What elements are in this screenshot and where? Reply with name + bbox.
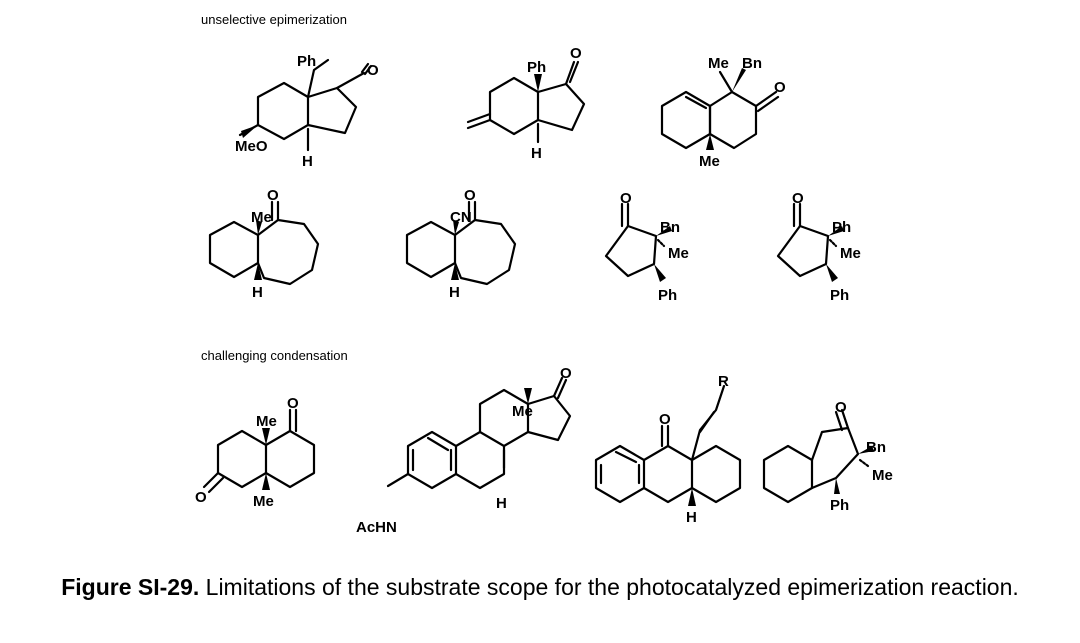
atom-label: Me (512, 403, 533, 420)
structure-2: Ph O H (466, 45, 586, 162)
caption-text: Limitations of the substrate scope for t… (199, 574, 1019, 600)
structure-11: O Bn Me Ph (762, 399, 893, 514)
atom-label: O (560, 365, 572, 382)
atom-label: CN (450, 209, 472, 226)
atom-label: Me (872, 467, 893, 484)
atom-label: O (464, 187, 476, 204)
atom-label: Me (256, 413, 277, 430)
structure-9: Me O H AcHN (356, 365, 572, 536)
atom-label: Me (253, 493, 274, 510)
atom-label: Ph (658, 287, 677, 304)
section-label-unselective: unselective epimerization (201, 12, 347, 27)
atom-label: O (620, 190, 632, 207)
atom-label: Me (251, 209, 272, 226)
atom-label: Ph (832, 219, 851, 236)
atom-label: O (835, 399, 847, 416)
atom-label: Me (708, 55, 729, 72)
atom-label: Bn (660, 219, 680, 236)
atom-label: R (718, 373, 729, 390)
atom-label: O (792, 190, 804, 207)
atom-label: O (659, 411, 671, 428)
caption-label: Figure SI-29. (61, 574, 200, 600)
structure-1: Ph O MeO H (235, 53, 379, 170)
atom-label: Ph (527, 59, 546, 76)
atom-label: H (531, 145, 542, 162)
reaction-scheme: Ph O MeO H Ph O H Me Bn O Me O (195, 45, 893, 536)
atom-label: Ph (297, 53, 316, 70)
atom-label: Me (840, 245, 861, 262)
atom-label: O (367, 62, 379, 79)
structure-10: O R H (594, 373, 742, 526)
atom-label: Ph (830, 287, 849, 304)
atom-label: O (570, 45, 582, 62)
structure-4: O Me H (208, 187, 320, 301)
structure-5: O CN H (405, 187, 517, 301)
section-label-challenging: challenging condensation (201, 348, 348, 363)
atom-label: Bn (866, 439, 886, 456)
atom-label: Me (699, 153, 720, 170)
structure-6: O Bn Me Ph (604, 190, 689, 304)
atom-label: H (302, 153, 313, 170)
structure-3: Me Bn O Me (660, 55, 786, 170)
atom-label: Ph (830, 497, 849, 514)
atom-label: O (267, 187, 279, 204)
atom-label: H (496, 495, 507, 512)
atom-label: H (686, 509, 697, 526)
structure-7: O Ph Me Ph (776, 190, 861, 304)
atom-label: H (449, 284, 460, 301)
atom-label: Me (668, 245, 689, 262)
atom-label: O (195, 489, 207, 506)
atom-label: O (774, 79, 786, 96)
atom-label: O (287, 395, 299, 412)
structure-8: O Me O Me (195, 395, 316, 510)
atom-label: MeO (235, 138, 268, 155)
atom-label: H (252, 284, 263, 301)
atom-label: AcHN (356, 519, 397, 536)
figure-caption: Figure SI-29. Limitations of the substra… (0, 572, 1080, 602)
atom-label: Bn (742, 55, 762, 72)
